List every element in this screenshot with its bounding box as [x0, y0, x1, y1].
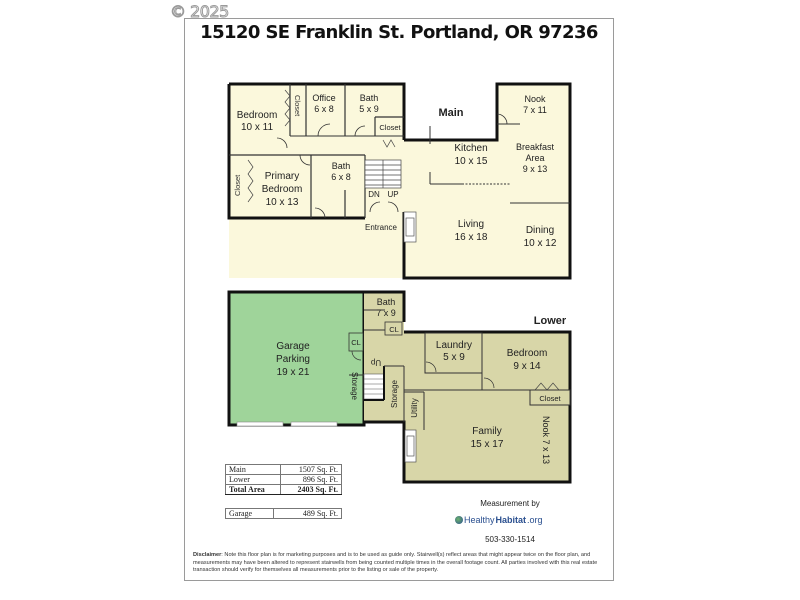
- svg-text:16 x 18: 16 x 18: [455, 232, 488, 243]
- room-bedroom-main: Bedroom: [237, 110, 278, 121]
- svg-text:15 x 17: 15 x 17: [471, 439, 504, 450]
- svg-text:6 x 8: 6 x 8: [314, 104, 334, 114]
- plan-frame: [184, 18, 614, 581]
- floor-label-main: Main: [438, 107, 463, 119]
- svg-text:5 x 9: 5 x 9: [443, 352, 465, 363]
- room-storage-lower: Storage: [390, 379, 399, 408]
- room-closet-bedroom: Closet: [293, 95, 302, 117]
- room-primary-bedroom: Primary: [265, 171, 299, 182]
- svg-text:10 x 11: 10 x 11: [241, 122, 273, 133]
- phone-number: 503-330-1514: [485, 535, 535, 544]
- property-address-title: 15120 SE Franklin St. Portland, OR 97236: [200, 22, 598, 43]
- room-office: Office: [312, 93, 335, 103]
- lower-floor: Garage Parking 19 x 21 CL Bath 7 x 9 CL …: [227, 290, 572, 484]
- stairs-up-label: UP: [387, 190, 398, 199]
- globe-icon: [455, 516, 463, 524]
- stairs-down-label: DN: [368, 190, 380, 199]
- room-living: Living: [458, 219, 484, 230]
- room-closet-primary: Closet: [233, 174, 242, 196]
- room-nook-main: Nook: [524, 94, 546, 104]
- room-breakfast-area: Breakfast: [516, 142, 555, 152]
- room-bath-main-1: Bath: [360, 93, 379, 103]
- svg-text:Area: Area: [525, 153, 544, 163]
- closet-lower-hall: CL: [389, 325, 399, 334]
- stairs-up-lower: Up: [370, 358, 381, 367]
- svg-text:10 x 13: 10 x 13: [266, 197, 299, 208]
- main-floor: Bedroom 10 x 11 Office 6 x 8 Bath 5 x 9 …: [227, 82, 572, 280]
- svg-text:Parking: Parking: [276, 354, 310, 365]
- svg-text:19 x 21: 19 x 21: [277, 367, 310, 378]
- room-laundry: Laundry: [436, 340, 472, 351]
- room-dining: Dining: [526, 225, 554, 236]
- room-bath-main-2: Bath: [332, 161, 351, 171]
- svg-text:7 x 9: 7 x 9: [376, 308, 396, 318]
- svg-text:7 x 11: 7 x 11: [523, 105, 547, 115]
- svg-text:9 x 14: 9 x 14: [513, 361, 541, 372]
- room-kitchen: Kitchen: [454, 143, 487, 154]
- svg-text:Bedroom: Bedroom: [262, 184, 303, 195]
- svg-text:10 x 12: 10 x 12: [524, 238, 557, 249]
- copyright-watermark: © 2025: [170, 2, 230, 22]
- svg-text:10 x 15: 10 x 15: [455, 156, 488, 167]
- room-closet-hall: Closet: [379, 123, 401, 132]
- svg-text:9 x 13: 9 x 13: [523, 164, 548, 174]
- measurement-by-label: Measurement by: [480, 499, 540, 508]
- floor-label-lower: Lower: [534, 315, 567, 327]
- room-garage-parking: Garage: [276, 341, 310, 352]
- room-utility: Utility: [410, 398, 419, 418]
- room-closet-lower: Closet: [539, 394, 561, 403]
- room-bath-lower: Bath: [377, 297, 396, 307]
- room-nook-lower: Nook 7 x 13: [541, 416, 551, 464]
- disclaimer: Disclaimer: Note this floor plan is for …: [193, 552, 598, 573]
- room-entrance: Entrance: [365, 223, 398, 232]
- room-bedroom-lower: Bedroom: [507, 348, 548, 359]
- svg-text:5 x 9: 5 x 9: [359, 104, 379, 114]
- room-family: Family: [472, 426, 501, 437]
- svg-text:6 x 8: 6 x 8: [331, 172, 351, 182]
- room-garage-storage: Storage: [350, 372, 359, 401]
- closet-garage: CL: [351, 338, 361, 347]
